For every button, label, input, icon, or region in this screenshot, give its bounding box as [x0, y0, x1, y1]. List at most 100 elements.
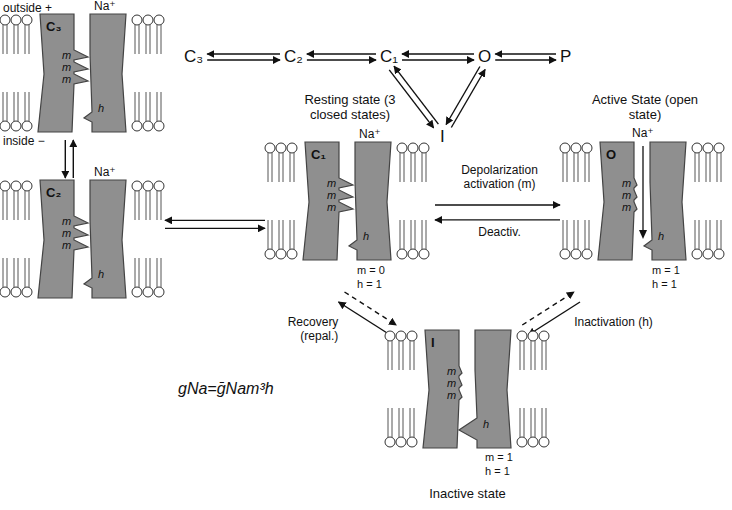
lipid-head [265, 249, 275, 259]
lipid-bilayer [0, 15, 164, 131]
lipid-tail [14, 258, 15, 287]
lipid-tail [388, 341, 389, 370]
lipid-head [571, 249, 581, 259]
transition-arrow [165, 220, 265, 228]
lipid-tail [14, 191, 15, 220]
lipid-tail [272, 153, 273, 182]
lipid-tail [139, 258, 140, 287]
ion-label: Na⁺ [94, 0, 116, 13]
lipid-tail [283, 153, 284, 182]
channel-protein [84, 14, 126, 132]
lipid-tail [404, 220, 405, 249]
gate-label: m [62, 239, 71, 251]
lipid-tail [699, 153, 700, 182]
ion-channel-drawing [265, 92, 435, 297]
lipid-head [692, 143, 702, 153]
lipid-tail [721, 220, 722, 249]
arrow-line [495, 53, 556, 54]
lipid-head [408, 249, 418, 259]
transition-label: Deactiv. [468, 225, 532, 239]
lipid-tail [717, 153, 718, 182]
lipid-tail [25, 92, 26, 121]
arrow-line [522, 292, 574, 325]
transition-arrow [435, 204, 560, 205]
ion-label: Na⁺ [94, 166, 116, 179]
lipid-tail [7, 191, 8, 220]
lipid-tail [414, 408, 415, 437]
lipid-tail [29, 258, 30, 287]
lipid-tail [524, 408, 525, 437]
lipid-bilayer [560, 143, 724, 259]
lipid-tail [150, 258, 151, 287]
lipid-tail [695, 153, 696, 182]
ion-label: Na⁺ [632, 127, 654, 140]
state-label: O [606, 148, 616, 162]
conductance-formula: gNa=ḡNam³h [178, 382, 274, 396]
lipid-tail [520, 341, 521, 370]
lipid-tail [146, 191, 147, 220]
lipid-head [143, 181, 153, 191]
lipid-tail [710, 153, 711, 182]
transition-arrow [207, 54, 280, 60]
lipid-tail [18, 191, 19, 220]
lipid-tail [392, 408, 393, 437]
arrow-line [435, 219, 560, 220]
lipid-head [22, 121, 32, 131]
channel-protein [38, 14, 88, 132]
gate-value: m = 1 [485, 451, 513, 463]
lipid-head [154, 287, 164, 297]
state-label: C₁ [311, 148, 326, 162]
lipid-tail [585, 153, 586, 182]
lipid-head [11, 181, 21, 191]
lipid-tail [139, 191, 140, 220]
lipid-tail [403, 341, 404, 370]
lipid-tail [585, 220, 586, 249]
state-name: C₂ [284, 47, 303, 66]
state-symbol: C₁ [376, 46, 402, 68]
lipid-tail [146, 258, 147, 287]
lipid-tail [18, 25, 19, 54]
ion-flow-arrow [639, 230, 647, 239]
lipid-tail [135, 191, 136, 220]
lipid-tail [706, 220, 707, 249]
channel-state: Resting state (3 closed states)Na⁺C₁mmmh… [265, 92, 435, 297]
lipid-tail [546, 408, 547, 437]
lipid-tail [399, 408, 400, 437]
lipid-tail [14, 25, 15, 54]
lipid-bilayer [385, 331, 549, 447]
lipid-tail [7, 258, 8, 287]
lipid-tail [272, 220, 273, 249]
state-symbol: P [556, 46, 575, 68]
lipid-head [396, 331, 406, 341]
lipid-tail [410, 408, 411, 437]
lipid-tail [710, 220, 711, 249]
transition-arrow [402, 54, 474, 60]
lipid-head [419, 143, 429, 153]
lipid-head [143, 287, 153, 297]
lipid-head [276, 249, 286, 259]
lipid-tail [29, 25, 30, 54]
lipid-head [132, 121, 142, 131]
lipid-tail [404, 153, 405, 182]
lipid-head [517, 437, 527, 447]
lipid-tail [25, 258, 26, 287]
lipid-tail [695, 220, 696, 249]
state-name: O [478, 47, 491, 66]
gate-label: h [363, 230, 369, 242]
arrow-line [307, 59, 376, 60]
gate-label: m [622, 201, 631, 213]
lipid-tail [157, 92, 158, 121]
lipid-tail [574, 153, 575, 182]
state-name: I [440, 127, 445, 146]
lipid-tail [426, 153, 427, 182]
channel-protein [423, 330, 462, 448]
lipid-head [397, 143, 407, 153]
lipid-tail [400, 153, 401, 182]
ion-channel-drawing [0, 0, 165, 140]
arrow-line [345, 292, 397, 325]
gate-value: m = 0 [357, 264, 385, 276]
lipid-head [528, 331, 538, 341]
arrow-line [402, 53, 474, 54]
lipid-tail [150, 25, 151, 54]
